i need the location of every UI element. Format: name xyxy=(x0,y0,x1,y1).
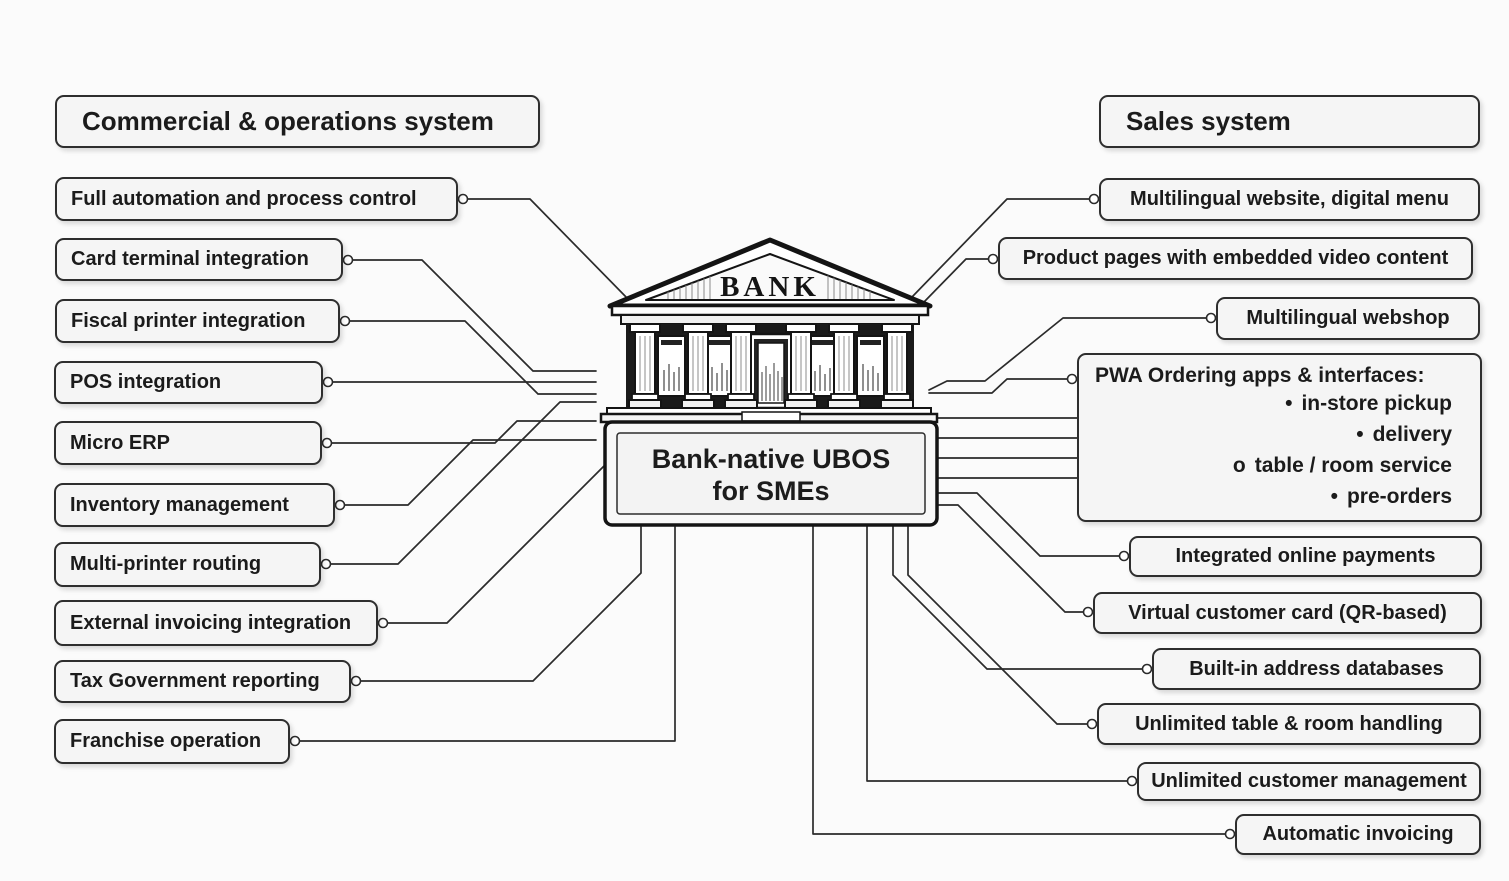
left-feature-box-full-automation-and-process-control: Full automation and process control xyxy=(55,177,458,221)
left-feature-box-pos-integration: POS integration xyxy=(54,361,323,404)
pwa-bullet-line: o table / room service xyxy=(1095,450,1464,481)
left-feature-box-tax-government-reporting: Tax Government reporting xyxy=(54,660,351,703)
tympanum-hatching xyxy=(667,275,871,299)
plaque-title-line2: for SMEs xyxy=(712,476,829,506)
portico-windows xyxy=(657,335,885,397)
connector-line xyxy=(928,378,1073,394)
connector-port-dot xyxy=(1118,550,1130,562)
pwa-bullet-line: • pre-orders xyxy=(1095,481,1464,512)
bullet-text: table / room service xyxy=(1254,454,1452,477)
connector-port-dot xyxy=(321,437,333,449)
connector-port-dot xyxy=(1141,663,1153,675)
bullet-marker: • xyxy=(1330,485,1338,508)
connector-line xyxy=(928,317,1212,391)
connector-line xyxy=(911,198,1095,298)
bullet-text: delivery xyxy=(1372,423,1452,446)
left-feature-box-card-terminal-integration: Card terminal integration xyxy=(55,238,343,281)
connector-line xyxy=(294,526,676,742)
connector-line xyxy=(866,525,1133,782)
connector-lines xyxy=(289,193,1236,840)
right-feature-box-integrated-online-payments: Integrated online payments xyxy=(1129,536,1482,577)
connector-port-dot xyxy=(1205,312,1217,324)
right-feature-box-virtual-customer-card-qr-based: Virtual customer card (QR-based) xyxy=(1093,592,1482,634)
right-feature-box-built-in-address-databases: Built-in address databases xyxy=(1152,648,1481,690)
right-panel-header: Sales system xyxy=(1099,95,1480,148)
connector-port-dot xyxy=(350,675,362,687)
left-feature-box-multi-printer-routing: Multi-printer routing xyxy=(54,542,321,587)
connector-port-dot xyxy=(322,376,334,388)
plaque-inner xyxy=(616,432,926,515)
bullet-text: in-store pickup xyxy=(1301,392,1452,415)
connector-port-dot xyxy=(1086,718,1098,730)
connector-line xyxy=(892,525,1148,670)
connector-port-dot xyxy=(1088,193,1100,205)
left-feature-box-franchise-operation: Franchise operation xyxy=(54,719,290,764)
connector-line xyxy=(347,259,597,372)
connector-line xyxy=(936,492,1125,557)
bank-building-illustration: BANK xyxy=(599,237,939,527)
connector-port-dot xyxy=(289,735,301,747)
connector-port-dot xyxy=(339,315,351,327)
connector-line xyxy=(339,439,597,506)
pwa-bullet-line: • delivery xyxy=(1095,419,1464,450)
connector-line xyxy=(325,401,597,565)
entrance-door xyxy=(747,332,795,410)
pwa-bullet-line: • in-store pickup xyxy=(1095,388,1464,419)
pediment-tympanum xyxy=(645,253,895,301)
connector-port-dot xyxy=(334,499,346,511)
right-feature-box-multilingual-website-digital-menu: Multilingual website, digital menu xyxy=(1099,178,1480,221)
connector-line xyxy=(344,320,597,395)
connector-port-dot xyxy=(1082,606,1094,618)
left-panel-header: Commercial & operations system xyxy=(55,95,540,148)
left-feature-box-inventory-management: Inventory management xyxy=(54,483,335,527)
bullet-marker: • xyxy=(1285,392,1293,415)
connector-port-dot xyxy=(457,193,469,205)
architrave-band xyxy=(620,314,920,325)
right-feature-box-pwa-ordering-apps-interfaces: PWA Ordering apps & interfaces: • in-store… xyxy=(1077,353,1482,522)
left-feature-box-fiscal-printer-integration: Fiscal printer integration xyxy=(55,299,340,343)
bullet-marker: o xyxy=(1232,454,1246,477)
entrance-steps xyxy=(741,411,801,422)
plaque-title-line1: Bank-native UBOS xyxy=(652,444,891,474)
right-feature-box-unlimited-table-room-handling: Unlimited table & room handling xyxy=(1097,703,1481,745)
connector-line xyxy=(907,525,1093,725)
connector-port-dot xyxy=(320,558,332,570)
connector-line xyxy=(812,525,1231,835)
bank-sign-text: BANK xyxy=(720,271,820,303)
connector-port-dot xyxy=(342,254,354,266)
connector-line xyxy=(326,420,597,444)
connector-line xyxy=(382,464,606,624)
right-feature-box-multilingual-webshop: Multilingual webshop xyxy=(1216,297,1480,340)
connector-port-dot xyxy=(377,617,389,629)
left-feature-box-micro-erp: Micro ERP xyxy=(54,421,322,465)
connector-port-dot xyxy=(1224,828,1236,840)
right-feature-box-automatic-invoicing: Automatic invoicing xyxy=(1235,814,1481,855)
left-feature-box-external-invoicing-integration: External invoicing integration xyxy=(54,600,378,646)
connector-port-dot xyxy=(1066,373,1078,385)
connector-port-dot xyxy=(1126,775,1138,787)
cornice-band xyxy=(610,304,930,317)
connector-line xyxy=(923,258,994,303)
pwa-box-title: PWA Ordering apps & interfaces: xyxy=(1095,364,1425,387)
right-feature-box-unlimited-customer-management: Unlimited customer management xyxy=(1137,762,1481,801)
right-feature-box-product-pages-with-embedded-video-content: Product pages with embedded video conten… xyxy=(998,237,1473,280)
connector-line xyxy=(355,526,642,682)
connector-port-dot xyxy=(987,253,999,265)
bullet-text: pre-orders xyxy=(1346,485,1452,508)
bullet-marker: • xyxy=(1356,423,1364,446)
connector-line xyxy=(462,198,629,300)
connector-line xyxy=(936,504,1089,613)
